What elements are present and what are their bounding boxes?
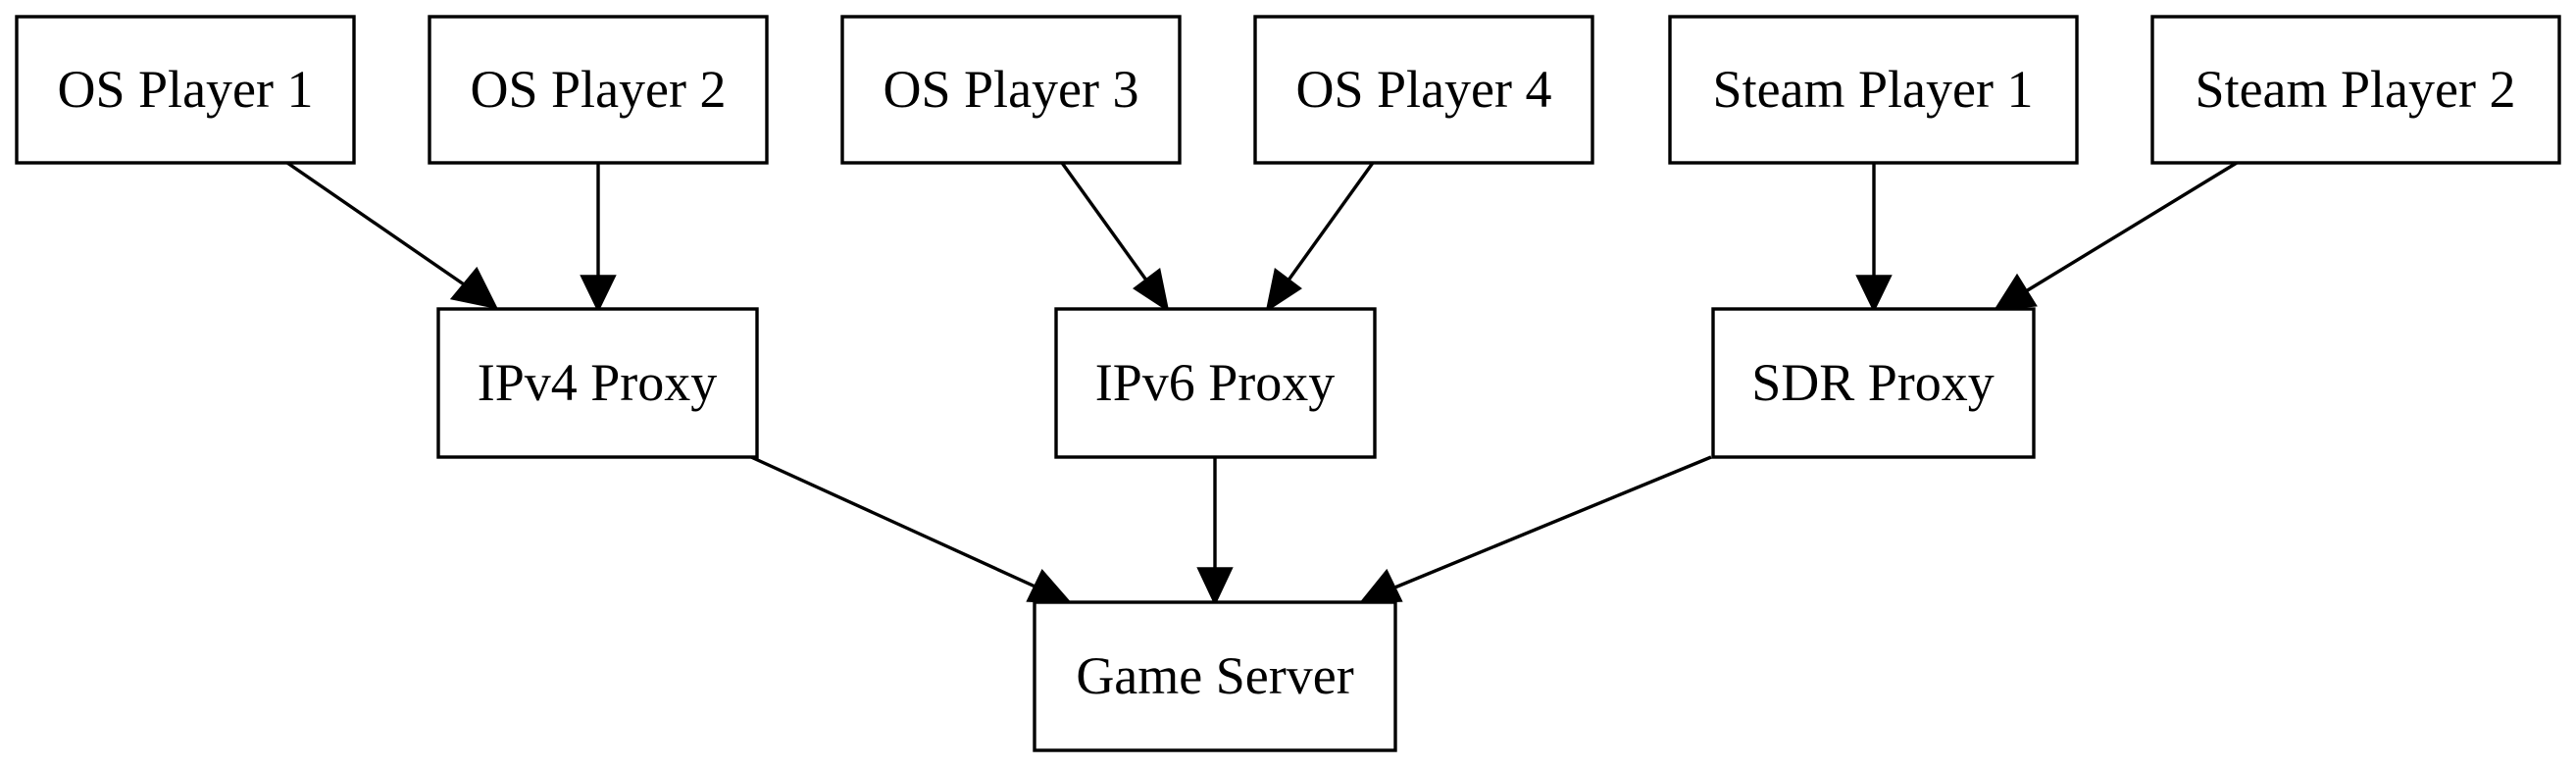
- node-os-player-2: OS Player 2: [428, 15, 769, 165]
- node-label: Steam Player 2: [2196, 60, 2516, 119]
- edge-ipv6-proxy-to-game-server: [1196, 457, 1234, 606]
- node-label: IPv4 Proxy: [478, 353, 718, 412]
- arrowhead-icon: [1265, 268, 1302, 313]
- node-sdr-proxy: SDR Proxy: [1711, 307, 2036, 459]
- arrowhead-icon: [1855, 275, 1893, 313]
- arrowhead-icon: [449, 266, 499, 310]
- edge-steam-player-1-to-sdr-proxy: [1855, 163, 1893, 313]
- node-ipv6-proxy: IPv6 Proxy: [1054, 307, 1377, 459]
- edge-os-player-2-to-ipv4-proxy: [580, 163, 617, 313]
- arrowhead-icon: [1026, 568, 1073, 604]
- edges: [286, 161, 2238, 606]
- arrowhead-icon: [1133, 268, 1170, 313]
- node-os-player-1: OS Player 1: [15, 15, 356, 165]
- arrowhead-icon: [1993, 273, 2038, 312]
- arrowhead-icon: [580, 275, 617, 313]
- node-label: OS Player 2: [471, 60, 727, 119]
- node-game-server: Game Server: [1033, 600, 1397, 752]
- node-label: SDR Proxy: [1751, 353, 1995, 412]
- node-label: OS Player 3: [884, 60, 1139, 119]
- node-ipv4-proxy: IPv4 Proxy: [436, 307, 759, 459]
- node-steam-player-2: Steam Player 2: [2150, 15, 2561, 165]
- edge-os-player-3-to-ipv6-proxy: [1060, 162, 1170, 313]
- edge-ipv4-proxy-to-game-server: [750, 455, 1073, 604]
- edge-os-player-1-to-ipv4-proxy: [286, 161, 499, 310]
- node-os-player-3: OS Player 3: [840, 15, 1182, 165]
- arrowhead-icon: [1196, 567, 1234, 606]
- node-os-player-4: OS Player 4: [1253, 15, 1594, 165]
- edge-steam-player-2-to-sdr-proxy: [1993, 161, 2238, 312]
- edge-os-player-4-to-ipv6-proxy: [1265, 162, 1375, 313]
- node-label: Game Server: [1076, 646, 1353, 705]
- edge-sdr-proxy-to-game-server: [1358, 455, 1712, 604]
- node-label: OS Player 4: [1296, 60, 1552, 119]
- node-label: Steam Player 1: [1713, 60, 2034, 119]
- node-label: OS Player 1: [58, 60, 314, 119]
- node-steam-player-1: Steam Player 1: [1668, 15, 2079, 165]
- node-label: IPv6 Proxy: [1095, 353, 1336, 412]
- arrowhead-icon: [1358, 568, 1403, 604]
